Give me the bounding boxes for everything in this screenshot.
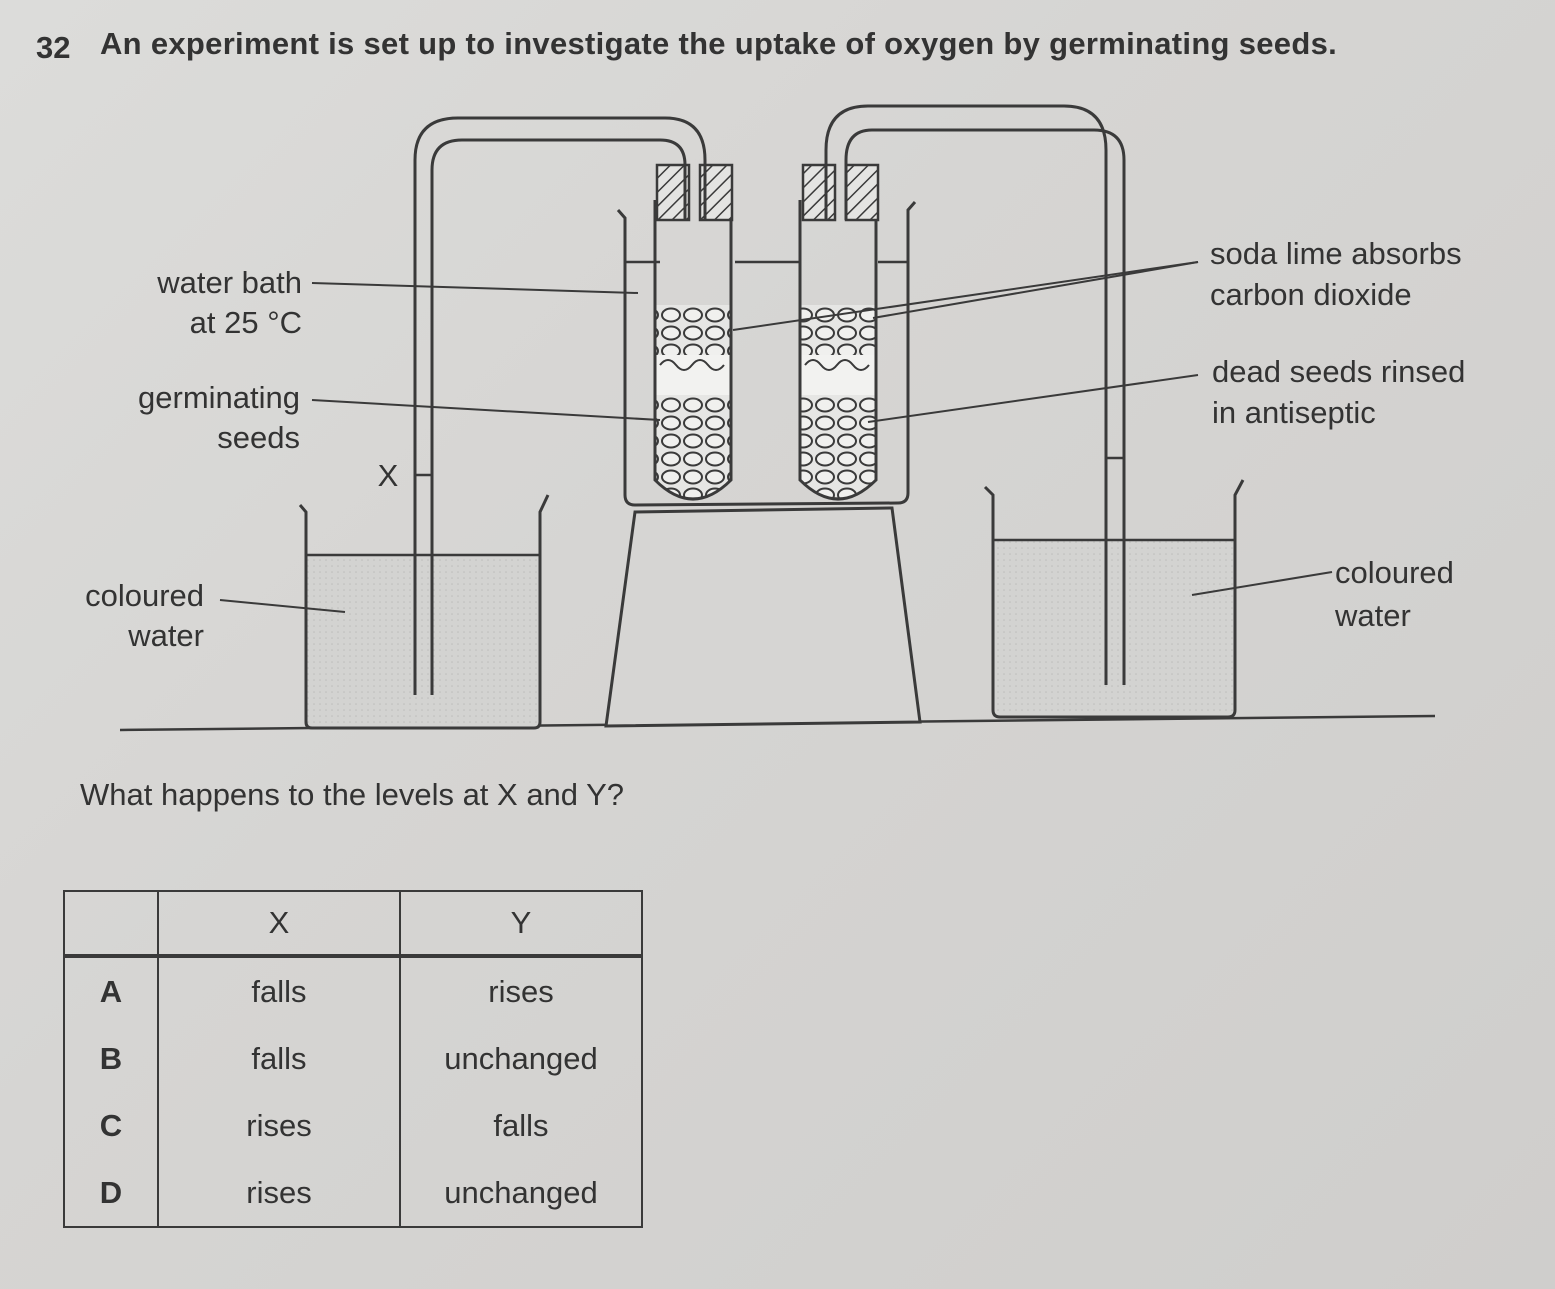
- left-beaker: [298, 494, 550, 730]
- option-label: B: [63, 1025, 159, 1092]
- header-x: X: [157, 890, 401, 958]
- header-y: Y: [399, 890, 643, 958]
- table-row[interactable]: A falls rises: [63, 956, 643, 1025]
- table-row[interactable]: C rises falls: [63, 1092, 643, 1159]
- question-text: An experiment is set up to investigate t…: [100, 26, 1338, 61]
- x-cell: rises: [157, 1092, 401, 1159]
- apparatus-diagram: water bath at 25 °C germinating seeds X …: [85, 104, 1465, 732]
- table-row[interactable]: B falls unchanged: [63, 1025, 643, 1092]
- label-coloured-water-left: coloured: [85, 578, 204, 613]
- y-cell: falls: [399, 1092, 643, 1159]
- option-label: C: [63, 1092, 159, 1159]
- table-header-row: X Y: [63, 890, 643, 958]
- label-x-marker: X: [378, 458, 399, 493]
- label-coloured-water-left-2: water: [127, 618, 204, 653]
- left-test-tube: [653, 163, 734, 501]
- right-beaker: [983, 479, 1245, 719]
- x-cell: rises: [157, 1159, 401, 1228]
- right-test-tube: [798, 163, 880, 501]
- label-soda-lime-2: carbon dioxide: [1210, 277, 1412, 312]
- leader-lines: [219, 261, 1333, 613]
- label-water-bath: water bath: [156, 265, 302, 300]
- right-capillary-tube: [824, 104, 1126, 685]
- y-cell: rises: [399, 956, 643, 1025]
- label-dead-seeds: dead seeds rinsed: [1212, 354, 1465, 389]
- option-label: D: [63, 1159, 159, 1228]
- answer-table: X Y A falls rises B falls unchanged C ri…: [63, 890, 643, 1228]
- question-number: 32: [36, 30, 71, 65]
- label-coloured-water-right-2: water: [1334, 598, 1411, 633]
- question-prompt: What happens to the levels at X and Y?: [80, 777, 625, 812]
- label-dead-seeds-2: in antiseptic: [1212, 395, 1376, 430]
- label-coloured-water-right: coloured: [1335, 555, 1454, 590]
- x-cell: falls: [157, 956, 401, 1025]
- header-blank: [63, 890, 159, 958]
- y-cell: unchanged: [399, 1159, 643, 1228]
- x-cell: falls: [157, 1025, 401, 1092]
- option-label: A: [63, 956, 159, 1025]
- y-cell: unchanged: [399, 1025, 643, 1092]
- table-row[interactable]: D rises unchanged: [63, 1159, 643, 1228]
- label-germinating-seeds-2: seeds: [217, 420, 300, 455]
- stand: [604, 506, 922, 728]
- left-capillary-tube: [413, 116, 707, 695]
- label-water-bath-temp: at 25 °C: [190, 305, 302, 340]
- label-germinating-seeds: germinating: [138, 380, 300, 415]
- label-soda-lime: soda lime absorbs: [1210, 236, 1462, 271]
